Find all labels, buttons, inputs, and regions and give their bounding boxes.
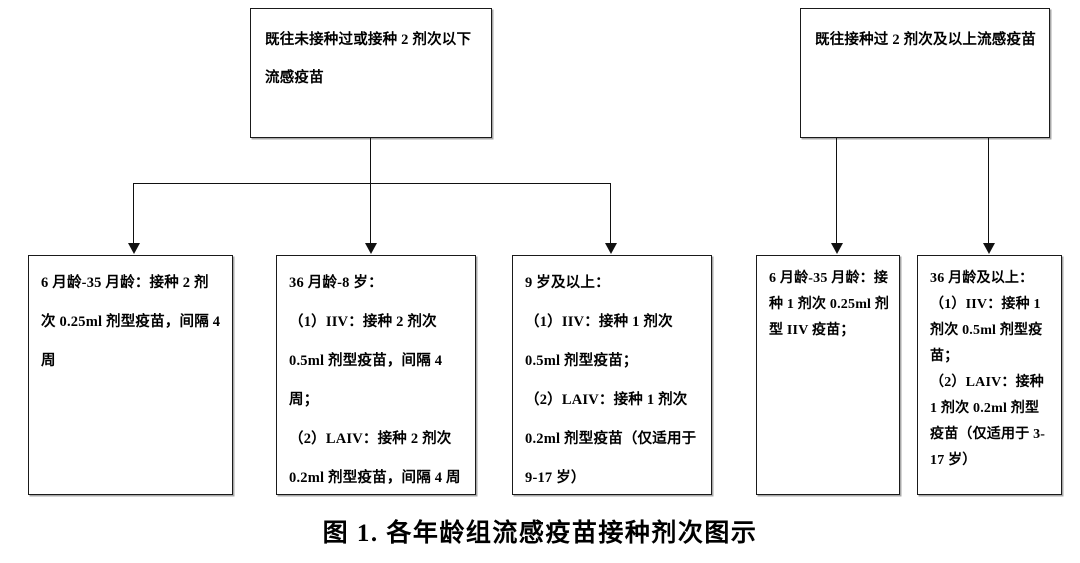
figure-caption-number: 1. [356, 520, 379, 547]
edge-to-leaf-5 [988, 138, 989, 245]
node-leaf-2-label: 36 月龄-8 岁： （1）IIV：接种 2 剂次 0.5ml 剂型疫苗，间隔 … [289, 275, 461, 486]
edge-to-leaf-1 [133, 183, 134, 245]
arrowhead-leaf-1 [128, 243, 140, 254]
node-root-left: 既往未接种过或接种 2 剂次以下流感疫苗 [250, 8, 492, 138]
node-leaf-2: 36 月龄-8 岁： （1）IIV：接种 2 剂次 0.5ml 剂型疫苗，间隔 … [276, 255, 476, 495]
arrowhead-leaf-5 [983, 243, 995, 254]
node-leaf-3-label: 9 岁及以上： （1）IIV：接种 1 剂次 0.5ml 剂型疫苗； （2）LA… [525, 275, 697, 486]
arrowhead-leaf-2 [365, 243, 377, 254]
arrowhead-leaf-3 [605, 243, 617, 254]
arrowhead-leaf-4 [831, 243, 843, 254]
node-root-left-label: 既往未接种过或接种 2 剂次以下流感疫苗 [265, 32, 472, 86]
edge-to-leaf-4 [836, 138, 837, 245]
node-leaf-5-label: 36 月龄及以上： （1）IIV：接种 1 剂次 0.5ml 剂型疫苗； （2）… [930, 271, 1046, 468]
node-root-right: 既往接种过 2 剂次及以上流感疫苗 [800, 8, 1050, 138]
figure-caption-prefix: 图 [322, 520, 350, 547]
node-leaf-1: 6 月龄-35 月龄：接种 2 剂次 0.25ml 剂型疫苗，间隔 4 周 [28, 255, 233, 495]
node-leaf-4: 6 月龄-35 月龄：接种 1 剂次 0.25ml 剂型 IIV 疫苗； [756, 255, 900, 495]
figure-caption-text: 各年龄组流感疫苗接种剂次图示 [386, 520, 758, 547]
figure-caption: 图 1. 各年龄组流感疫苗接种剂次图示 [0, 513, 1080, 549]
node-root-right-label: 既往接种过 2 剂次及以上流感疫苗 [815, 32, 1036, 48]
node-leaf-5: 36 月龄及以上： （1）IIV：接种 1 剂次 0.5ml 剂型疫苗； （2）… [917, 255, 1062, 495]
node-leaf-1-label: 6 月龄-35 月龄：接种 2 剂次 0.25ml 剂型疫苗，间隔 4 周 [41, 275, 221, 369]
node-leaf-4-label: 6 月龄-35 月龄：接种 1 剂次 0.25ml 剂型 IIV 疫苗； [769, 271, 890, 338]
edge-to-leaf-3 [610, 183, 611, 245]
node-leaf-3: 9 岁及以上： （1）IIV：接种 1 剂次 0.5ml 剂型疫苗； （2）LA… [512, 255, 712, 495]
edge-root-left-bus [133, 183, 610, 184]
edge-to-leaf-2 [370, 183, 371, 245]
edge-root-left-stem [370, 138, 371, 184]
